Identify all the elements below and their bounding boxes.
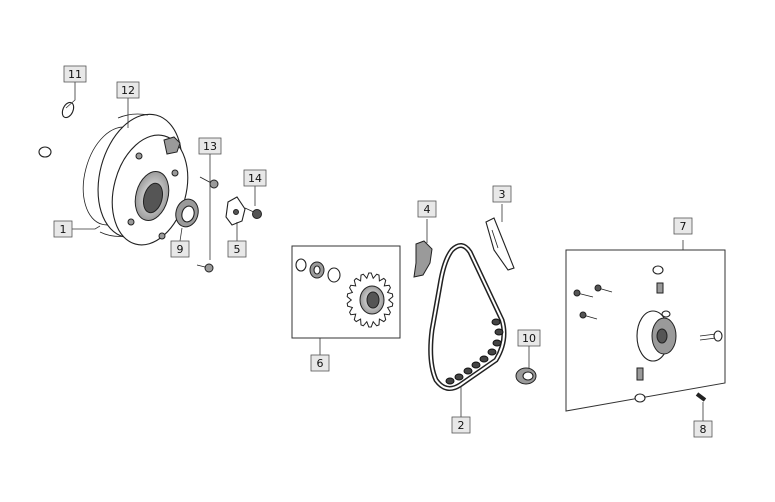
sprocket-set-part-6	[295, 258, 394, 328]
bolts-part-13	[196, 176, 219, 273]
svg-text:3: 3	[499, 188, 506, 201]
leader-lines	[65, 82, 704, 421]
svg-text:10: 10	[522, 332, 536, 345]
callout-1: 1	[53, 220, 73, 238]
oil-seal-part-9	[175, 198, 199, 228]
housing-cover-part-1	[97, 113, 189, 246]
callout-11: 11	[63, 65, 87, 83]
sprocket-set-box	[291, 245, 401, 339]
callout-9: 9	[170, 240, 190, 258]
callout-14: 14	[243, 169, 267, 187]
chain-part-2	[428, 243, 507, 392]
callout-2: 2	[451, 416, 471, 434]
svg-text:2: 2	[458, 419, 465, 432]
svg-text:14: 14	[248, 172, 262, 185]
callout-12: 12	[116, 81, 140, 99]
callout-3: 3	[492, 185, 512, 203]
plate-part-5	[225, 196, 246, 226]
svg-text:11: 11	[68, 68, 82, 81]
callout-5: 5	[227, 240, 247, 258]
callout-6: 6	[310, 354, 330, 372]
svg-text:5: 5	[234, 243, 241, 256]
svg-text:7: 7	[680, 220, 687, 233]
svg-text:13: 13	[203, 140, 217, 153]
svg-text:1: 1	[60, 223, 67, 236]
svg-text:8: 8	[700, 423, 707, 436]
svg-text:4: 4	[424, 203, 431, 216]
oil-pump-part-7	[573, 265, 723, 403]
callout-8: 8	[693, 420, 713, 438]
svg-text:9: 9	[177, 243, 184, 256]
callout-7: 7	[673, 217, 693, 235]
callout-10: 10	[517, 329, 541, 347]
chain-tensioner-part-3	[485, 217, 515, 271]
chain-guide-part-4	[413, 240, 433, 278]
o-ring-part-11	[38, 101, 75, 158]
washer-part-10	[515, 367, 537, 385]
pump-set-box	[565, 249, 726, 412]
callout-4: 4	[417, 200, 437, 218]
callout-13: 13	[198, 137, 222, 155]
svg-text:12: 12	[121, 84, 135, 97]
bolt-part-14	[244, 207, 262, 219]
pin-part-8	[695, 392, 707, 402]
svg-text:6: 6	[317, 357, 324, 370]
